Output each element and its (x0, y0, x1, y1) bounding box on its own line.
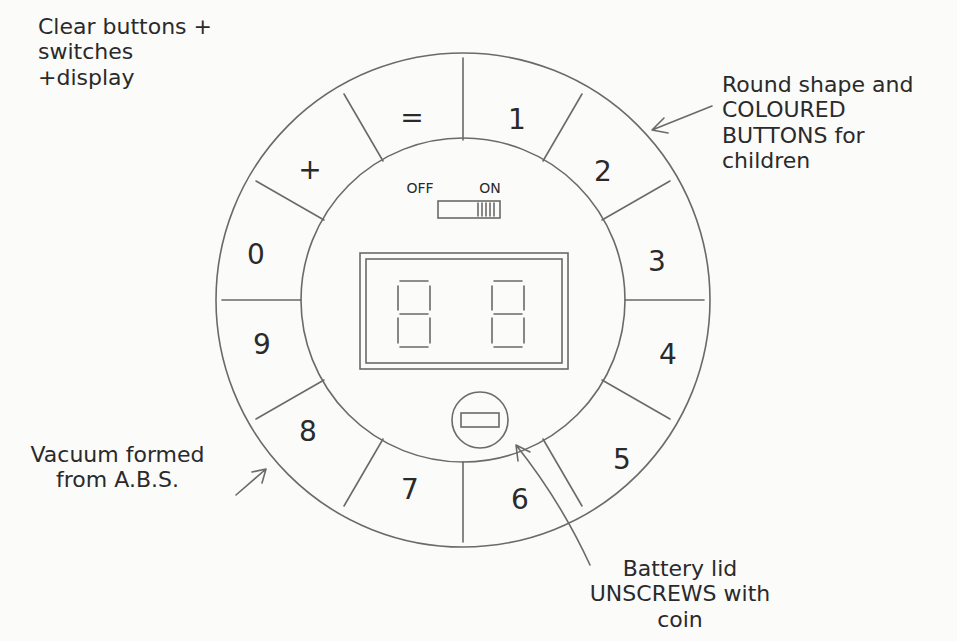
button-label: 0 (247, 239, 265, 271)
button-label: 4 (659, 339, 677, 371)
button-dividers (222, 58, 704, 542)
button-label: 6 (511, 484, 529, 516)
battery-lid (452, 392, 508, 448)
digit-display (360, 253, 568, 369)
switch-label: OFF (406, 180, 433, 196)
on-off-switch (438, 201, 500, 218)
callout-note: Vacuum formed from A.B.S. (30, 442, 205, 493)
leader-arrows (236, 106, 712, 565)
outer-casing (216, 53, 710, 547)
button-label: 8 (299, 416, 317, 448)
inner-panel (301, 138, 625, 462)
button-label: 9 (253, 329, 271, 361)
callout-note: Battery lid UNSCREWS with coin (585, 556, 775, 632)
button-label: + (298, 154, 321, 186)
switch-label: ON (479, 180, 501, 196)
callout-note: Clear buttons + switches +display (38, 14, 228, 90)
button-label: 1 (508, 104, 526, 136)
button-label: 2 (594, 156, 612, 188)
button-label: 7 (401, 474, 419, 506)
button-label: 3 (648, 246, 666, 278)
button-label: 5 (613, 444, 631, 476)
callout-note: Round shape and COLOURED BUTTONS for chi… (722, 72, 942, 173)
button-label: = (400, 102, 423, 134)
